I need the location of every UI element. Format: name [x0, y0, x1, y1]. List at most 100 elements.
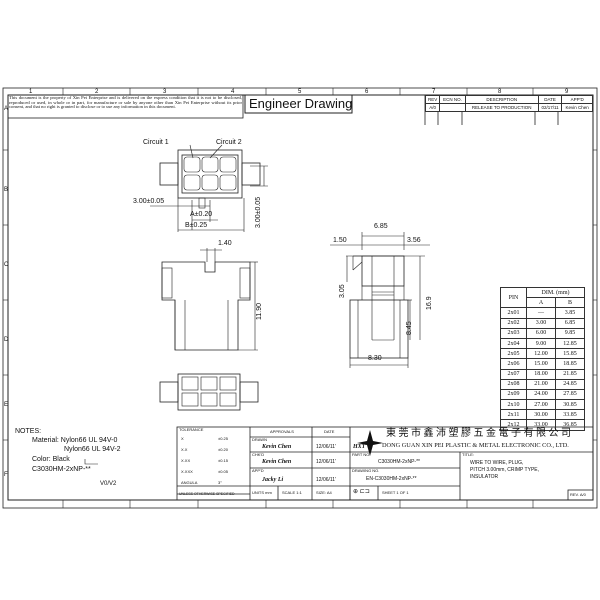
tolerance-value: ±0.25 — [218, 436, 228, 441]
appd-date: 12/06/11' — [316, 477, 337, 483]
notes-material-1: Material: Nylon66 UL 94V-0 — [32, 437, 118, 444]
pin-cell: 2x11 — [500, 409, 527, 421]
dim-b-cell: 15.85 — [555, 348, 585, 360]
sheet: SHEET 1 OF 1 — [382, 490, 409, 495]
dim-11-90: 11.90 — [256, 303, 263, 320]
pin-cell: 2x04 — [500, 337, 527, 350]
drawing-no: EN-C3030HM-2xNP-** — [366, 476, 417, 482]
chkd-by: Kevin Chen — [262, 459, 292, 465]
tolerance-value: 3° — [218, 480, 222, 485]
company-logo-icon — [357, 430, 383, 456]
dim-1-40: 1.40 — [218, 240, 232, 247]
circuit-1-label: Circuit 1 — [143, 139, 169, 146]
column-label: 4 — [231, 89, 235, 95]
dim-3-05: 3.05 — [339, 284, 346, 298]
scale: SCALE 1:1 — [282, 490, 302, 495]
rev-label: REV. A/0 — [570, 492, 586, 497]
dim-b: B±0.25 — [185, 222, 208, 229]
tolerance-value: ±0.05 — [218, 469, 228, 474]
tolerance-label: X.X — [181, 447, 188, 452]
pin-cell: 2x02 — [500, 317, 527, 329]
dim-b-cell: 33.85 — [555, 409, 585, 421]
column-label: 9 — [565, 89, 569, 95]
col-a-header: A — [526, 297, 556, 309]
dim-1-50: 1.50 — [333, 237, 347, 244]
rev-value: A/0 — [424, 103, 441, 112]
pin-cell: 2x08 — [500, 378, 527, 390]
dim-b-cell: 9.85 — [555, 327, 585, 339]
dim-a-cell: 12.00 — [526, 348, 556, 360]
dim-a-cell: 21.00 — [526, 378, 556, 390]
column-label: 5 — [298, 89, 302, 95]
dim-b-cell: 21.85 — [555, 368, 585, 380]
appd-label: APP'D — [252, 468, 264, 473]
column-label: 7 — [432, 89, 436, 95]
dim-pitch: 3.00±0.05 — [133, 198, 165, 205]
row-label: D — [4, 337, 9, 343]
drawing-title: Engineer Drawing — [249, 96, 353, 111]
column-label: 2 — [95, 89, 99, 95]
title-line-2: PITCH 3.00mm, CRIMP TYPE, — [470, 467, 539, 473]
rev-header: REV — [424, 95, 441, 104]
units: UNITS mm — [252, 490, 272, 495]
row-label: E — [4, 402, 9, 408]
ecn-value — [439, 103, 466, 112]
proprietary-notice: This document is the property of Xin Pei… — [9, 95, 242, 109]
description-value: RELEASE TO PRODUCTION — [464, 103, 539, 112]
ecn-header: ECN NO. — [439, 95, 466, 104]
tolerance-label: X.XXX — [181, 469, 193, 474]
description-header: DESCRIPTION — [464, 95, 539, 104]
notes-part: C3030HM-2xNP-** — [32, 466, 91, 473]
tolerance-label: X.XX — [181, 458, 191, 463]
row-label: A — [4, 106, 9, 112]
part-no: C3030HM-2xNP-** — [378, 459, 420, 465]
column-label: 3 — [163, 89, 167, 95]
title-line-1: WIRE TO WIRE, PLUG, — [470, 460, 524, 466]
chkd-label: CHK'D — [252, 452, 265, 457]
notes-heading: NOTES: — [15, 428, 42, 435]
dim-a-cell: 9.00 — [526, 337, 556, 350]
dim-a-cell: 27.00 — [526, 399, 556, 411]
dim-b-cell: 30.85 — [555, 399, 585, 411]
dim-pitch-vertical: 3.00±0.05 — [255, 196, 262, 228]
notes-material-2: Nylon66 UL 94V-2 — [64, 446, 121, 453]
tolerance-label: X — [181, 436, 184, 441]
appd-value: Kevin Chen — [561, 103, 593, 112]
appd-by: Jacky Li — [262, 477, 284, 483]
date-label: DATE — [324, 429, 335, 434]
tolerance-value: ±0.20 — [218, 447, 228, 452]
dim-3-56: 3.56 — [407, 237, 421, 244]
drawn-date: 12/06/11' — [316, 444, 337, 450]
dim-a-cell: — — [526, 307, 556, 319]
chkd-date: 12/06/11' — [316, 459, 337, 465]
unless-specified: UNLESS OTHERWISE SPECIFIED — [179, 492, 235, 496]
appd-header: APP'D — [561, 95, 593, 104]
company-name-cn: 東 莞 市 鑫 沛 塑 膠 五 金 電 子 有 限 公 司 — [386, 428, 571, 439]
column-label: 6 — [365, 89, 369, 95]
pin-cell: 2x09 — [500, 388, 527, 401]
row-label: B — [4, 187, 9, 193]
dim-b-cell: 6.85 — [555, 317, 585, 329]
dim-a-cell: 18.00 — [526, 368, 556, 380]
dim-b-cell: 27.85 — [555, 388, 585, 401]
dim-a-cell: 3.00 — [526, 317, 556, 329]
dim-16-9: 16.9 — [426, 296, 433, 310]
dim-b-cell: 12.85 — [555, 337, 585, 350]
dim-6-85: 6.85 — [374, 223, 388, 230]
pin-cell: 2x05 — [500, 348, 527, 360]
row-label: F — [4, 472, 8, 478]
dim-a: A±0.20 — [190, 211, 213, 218]
part-no-label: PART NO. — [352, 452, 371, 457]
pin-cell: 2x06 — [500, 358, 527, 370]
tolerance-value: ±0.15 — [218, 458, 228, 463]
tolerance-label: TOLERANCE — [179, 427, 204, 432]
